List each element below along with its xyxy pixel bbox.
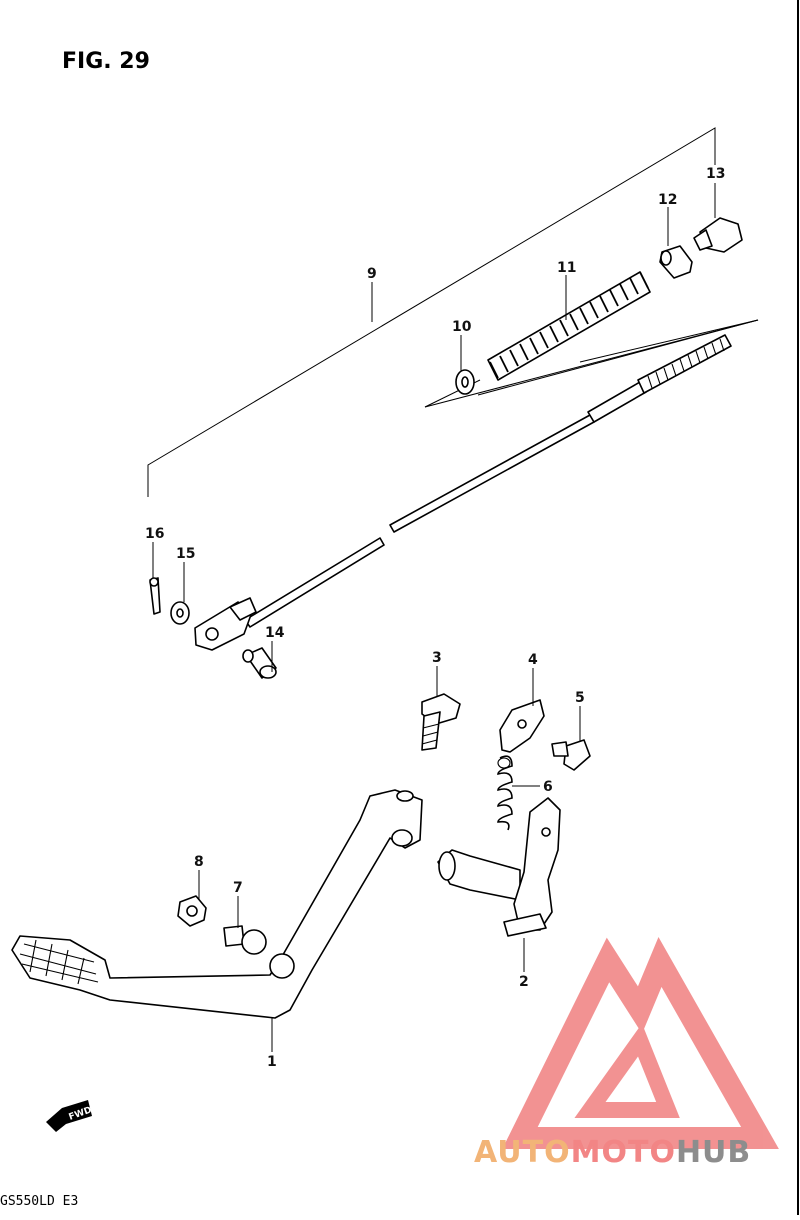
joint-12 <box>659 245 693 279</box>
model-code: GS550LD E3 <box>0 1194 78 1209</box>
svg-text:AUTOMOTOHUB: AUTOMOTOHUB <box>474 1135 751 1170</box>
callouts: 13 12 11 10 9 16 15 14 3 4 5 6 8 7 2 1 <box>145 166 725 1070</box>
label-7: 7 <box>233 880 243 896</box>
label-8: 8 <box>194 854 204 870</box>
logo-hub: HUB <box>676 1135 751 1170</box>
nut-8 <box>177 895 207 927</box>
logo-auto: AUTO <box>474 1135 571 1170</box>
bolt-5 <box>551 739 591 771</box>
brake-rod <box>194 334 732 651</box>
assembly-9-bracket <box>147 127 716 497</box>
label-12: 12 <box>658 192 677 208</box>
bracket-4 <box>499 699 545 753</box>
washer-10 <box>455 369 475 395</box>
label-13: 13 <box>706 166 725 182</box>
label-3: 3 <box>432 650 442 666</box>
label-2: 2 <box>519 974 529 990</box>
label-10: 10 <box>452 319 472 335</box>
label-9: 9 <box>367 266 377 282</box>
washer-15 <box>170 601 190 625</box>
automotohub-logo: AUTOMOTOHUB <box>474 937 779 1170</box>
nut-13 <box>693 217 743 253</box>
spring-6 <box>497 755 513 831</box>
label-1: 1 <box>267 1054 277 1070</box>
label-11: 11 <box>557 260 576 276</box>
label-15: 15 <box>176 546 195 562</box>
logo-moto: MOTO <box>571 1135 676 1170</box>
label-6: 6 <box>543 779 553 795</box>
label-4: 4 <box>528 652 538 668</box>
fwd-arrow-icon: FWD <box>46 1100 93 1132</box>
pivot-bolt-7 <box>223 925 267 955</box>
figure-title: FIG. 29 <box>62 49 150 74</box>
cotter-pin-16 <box>149 577 161 615</box>
label-16: 16 <box>145 526 164 542</box>
bolt-3 <box>421 693 461 751</box>
label-14: 14 <box>265 625 285 641</box>
spring-11 <box>487 271 651 381</box>
brake-lever-2 <box>437 797 561 937</box>
label-5: 5 <box>575 690 585 706</box>
brake-pedal-1 <box>11 789 423 1019</box>
clevis-pin-14 <box>242 647 277 679</box>
